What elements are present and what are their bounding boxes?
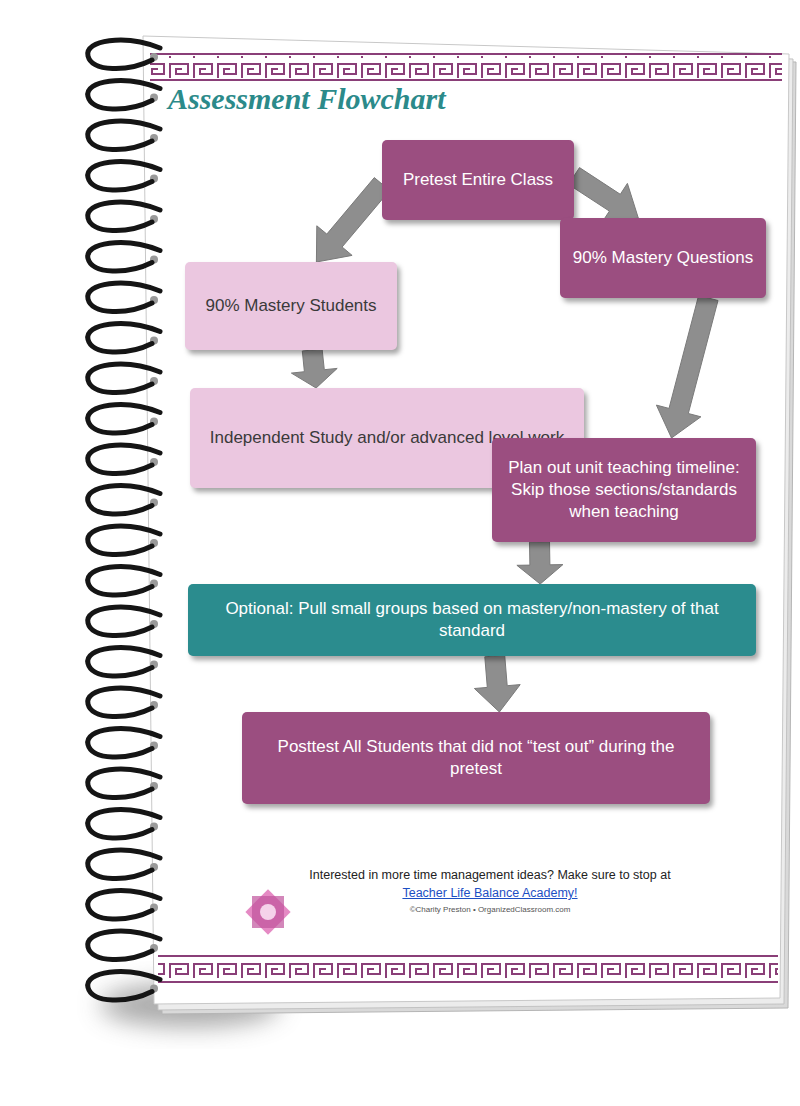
spiral-ring xyxy=(88,486,160,514)
spiral-ring xyxy=(88,162,160,190)
spiral-ring xyxy=(88,81,160,109)
group-box: 90% Mastery Students xyxy=(185,262,397,350)
process-box: Pretest Entire Class xyxy=(382,140,574,220)
process-box: 90% Mastery Questions xyxy=(560,218,766,298)
optional-band: Optional: Pull small groups based on mas… xyxy=(188,584,756,656)
spiral-ring xyxy=(88,648,160,676)
process-box: Plan out unit teaching timeline: Skip th… xyxy=(492,438,756,542)
spiral-ring xyxy=(88,40,160,68)
spiral-ring xyxy=(88,283,160,311)
block-arrow xyxy=(517,542,563,584)
footer-note: Interested in more time management ideas… xyxy=(309,868,670,882)
block-arrow xyxy=(291,349,337,388)
spiral-ring xyxy=(88,931,160,959)
spiral-ring xyxy=(88,364,160,392)
block-arrow xyxy=(569,168,639,222)
copyright: ©Charity Preston • OrganizedClassroom.co… xyxy=(410,905,571,914)
box-text: 90% Mastery Questions xyxy=(573,247,753,269)
block-arrow xyxy=(656,296,718,439)
spiral-ring xyxy=(88,607,160,635)
process-box: Posttest All Students that did not “test… xyxy=(242,712,710,804)
spiral-ring xyxy=(88,891,160,919)
spiral-ring xyxy=(88,405,160,433)
spiral-ring xyxy=(88,850,160,878)
spiral-ring xyxy=(88,445,160,473)
spiral-ring xyxy=(88,202,160,230)
footer-link: Teacher Life Balance Academy! xyxy=(402,886,577,900)
box-text: Optional: Pull small groups based on mas… xyxy=(200,598,744,642)
logo-flower xyxy=(245,889,290,934)
box-text: Posttest All Students that did not “test… xyxy=(254,736,698,780)
title: Assessment Flowchart xyxy=(168,82,446,116)
block-arrow xyxy=(474,655,520,712)
spiral-binding xyxy=(88,40,160,1000)
greek-key-border xyxy=(150,54,782,982)
spiral-ring xyxy=(88,121,160,149)
spiral-ring xyxy=(88,972,160,1000)
notebook-page xyxy=(143,36,789,1004)
spiral-ring xyxy=(88,810,160,838)
spiral-ring xyxy=(88,769,160,797)
box-text: 90% Mastery Students xyxy=(205,295,376,317)
spiral-ring xyxy=(88,243,160,271)
spiral-ring xyxy=(88,567,160,595)
block-arrow xyxy=(316,178,389,262)
box-text: Plan out unit teaching timeline: Skip th… xyxy=(504,457,744,523)
spiral-ring xyxy=(88,526,160,554)
spiral-ring xyxy=(88,688,160,716)
box-text: Pretest Entire Class xyxy=(403,169,553,191)
spiral-ring xyxy=(88,324,160,352)
spiral-ring xyxy=(88,729,160,757)
